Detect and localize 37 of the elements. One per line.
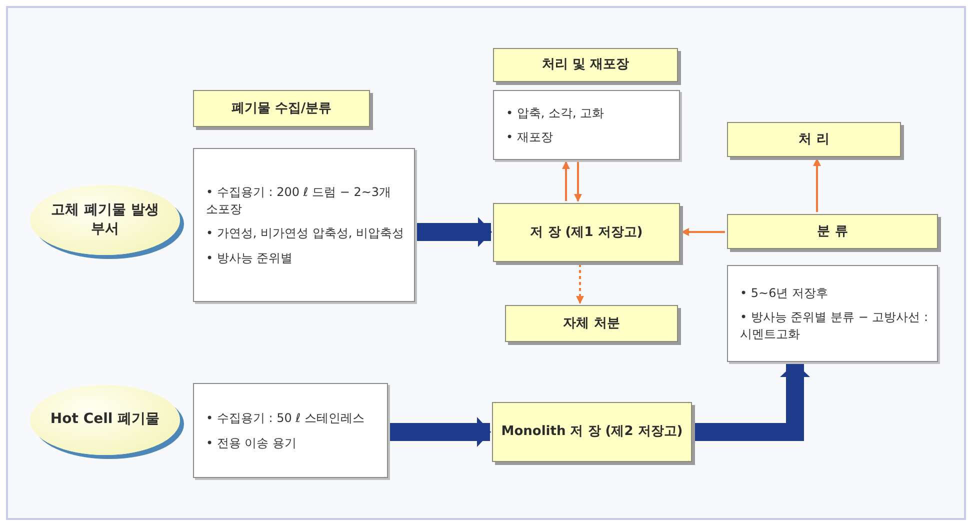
note-box — [493, 90, 680, 160]
node-label: 고체 폐기물 발생부서 — [50, 200, 160, 239]
step-label: 저 장 (제1 저장고) — [530, 224, 643, 242]
step-box — [727, 122, 901, 157]
node-label: Hot Cell 폐기물 — [50, 410, 160, 430]
step-label: 처리 및 재포장 — [542, 56, 630, 74]
step-label: 처 리 — [798, 130, 830, 148]
note-box — [727, 265, 938, 362]
block-arrow — [694, 363, 810, 441]
bullet-text: • 수집용기 : 50 ℓ 스테인레스 — [206, 410, 366, 426]
arrow — [813, 158, 821, 212]
bullet-text: • 5~6년 저장후 — [740, 284, 830, 302]
bullet-text: • 가연성, 비가연성 압축성, 비압축성 — [206, 225, 405, 242]
step-box — [493, 48, 678, 82]
arrow — [574, 162, 582, 202]
block-arrow — [390, 417, 491, 447]
step-label: 폐기물 수집/분류 — [231, 100, 332, 118]
step-box — [505, 305, 678, 342]
step-box — [727, 214, 938, 249]
step-box — [193, 90, 370, 127]
arrow — [562, 161, 570, 201]
bullet-text: • 전용 이송 용기 — [206, 434, 298, 451]
arrow — [681, 228, 725, 236]
step-label: 자체 처분 — [563, 314, 620, 332]
note-box — [193, 383, 388, 478]
step-box — [492, 402, 692, 462]
bullet-text: • 압축, 소각, 고화 — [506, 104, 606, 121]
arrow — [576, 264, 584, 304]
block-arrow — [417, 217, 492, 247]
bullet-text: • 방사능 준위별 — [206, 250, 294, 266]
bullet-text: • 방사능 준위별 분류 − 고방사선 : 시멘트고화 — [740, 309, 929, 342]
step-label: Monolith 저 장 (제2 저장고) — [501, 423, 683, 441]
step-label: 분 류 — [817, 222, 848, 240]
step-box — [493, 203, 680, 262]
note-box — [193, 148, 415, 302]
bullet-text: • 재포장 — [506, 129, 554, 146]
bullet-text: • 수집용기 : 200 ℓ 드럼 − 2~3개 소포장 — [206, 184, 392, 217]
